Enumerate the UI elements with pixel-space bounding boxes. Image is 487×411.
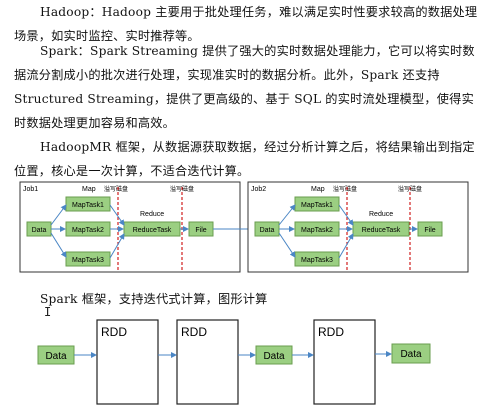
- job1-label: Job1: [23, 186, 38, 193]
- rdd-label-2: RDD: [181, 325, 207, 339]
- job1-maptask1-box: [65, 196, 111, 212]
- job1-data-text: Data: [32, 227, 47, 234]
- job2-data-text: Data: [260, 227, 275, 234]
- job1-reducetask-text: ReduceTask: [133, 227, 172, 234]
- mr-job2-diagram: Job2 Map 溢写磁盘 溢写磁盘 Reduce Data MapTask1 …: [247, 181, 469, 273]
- text-cursor-icon: I: [44, 305, 52, 319]
- job1-maptask3-text: MapTask3: [72, 257, 104, 264]
- job2-maptask1-text: MapTask1: [301, 202, 333, 209]
- spark-rdd-diagram: Data RDD RDD Data RDD Data: [37, 319, 431, 405]
- job2-reduce-label: Reduce: [369, 211, 393, 218]
- rdd-box-1: [96, 319, 159, 405]
- job2-file-text: File: [424, 227, 435, 234]
- job2-arrows: [278, 204, 418, 259]
- rdd-label-1: RDD: [101, 325, 127, 339]
- job1-maptask1-text: MapTask1: [72, 202, 104, 209]
- spark-data-box-3: [391, 343, 431, 364]
- job1-reduce-label: Reduce: [140, 211, 164, 218]
- job1-maptask2-text: MapTask2: [72, 227, 104, 234]
- rdd-box-3: [313, 319, 376, 405]
- job2-map-label: Map: [311, 186, 325, 193]
- rdd-box-2: [176, 319, 239, 405]
- job2-reducetask-text: ReduceTask: [362, 227, 401, 234]
- spark-data-text-2: Data: [263, 351, 285, 362]
- paragraph-spark-framework: Spark 框架，支持迭代式计算，图形计算: [40, 292, 268, 306]
- paragraph-hadoop: Hadoop：Hadoop 主要用于批处理任务，难以满足实时性要求较高的数据处理…: [14, 5, 478, 43]
- job1-spill-label-1: 溢写磁盘: [104, 185, 128, 193]
- job2-label: Job2: [251, 186, 266, 193]
- job2-maptask2-text: MapTask2: [301, 227, 333, 234]
- job2-file-box: [417, 221, 443, 237]
- spark-data-text-1: Data: [45, 351, 67, 362]
- paragraph-spark: Spark：Spark Streaming 提供了强大的实时数据处理能力，它可以…: [14, 44, 475, 130]
- job2-maptask3-box: [294, 251, 340, 267]
- job2-maptask1-box: [294, 196, 340, 212]
- job1-map-label: Map: [82, 186, 96, 193]
- job1-maptask3-box: [65, 251, 111, 267]
- job2-maptask3-text: MapTask3: [301, 257, 333, 264]
- job1-arrows: [50, 204, 189, 259]
- job2-spill-label-1: 溢写磁盘: [333, 185, 357, 193]
- mr-job1-diagram: Job1 Map 溢写磁盘 溢写磁盘 Reduce Data MapTask1 …: [19, 181, 241, 273]
- paragraph-hadoopmr: HadoopMR 框架，从数据源获取数据，经过分析计算之后，将结果输出到指定位置…: [14, 140, 475, 178]
- job1-file-text: File: [195, 227, 206, 234]
- spark-arrows: [74, 351, 392, 358]
- spark-data-text-3: Data: [400, 349, 422, 360]
- rdd-label-3: RDD: [318, 325, 344, 339]
